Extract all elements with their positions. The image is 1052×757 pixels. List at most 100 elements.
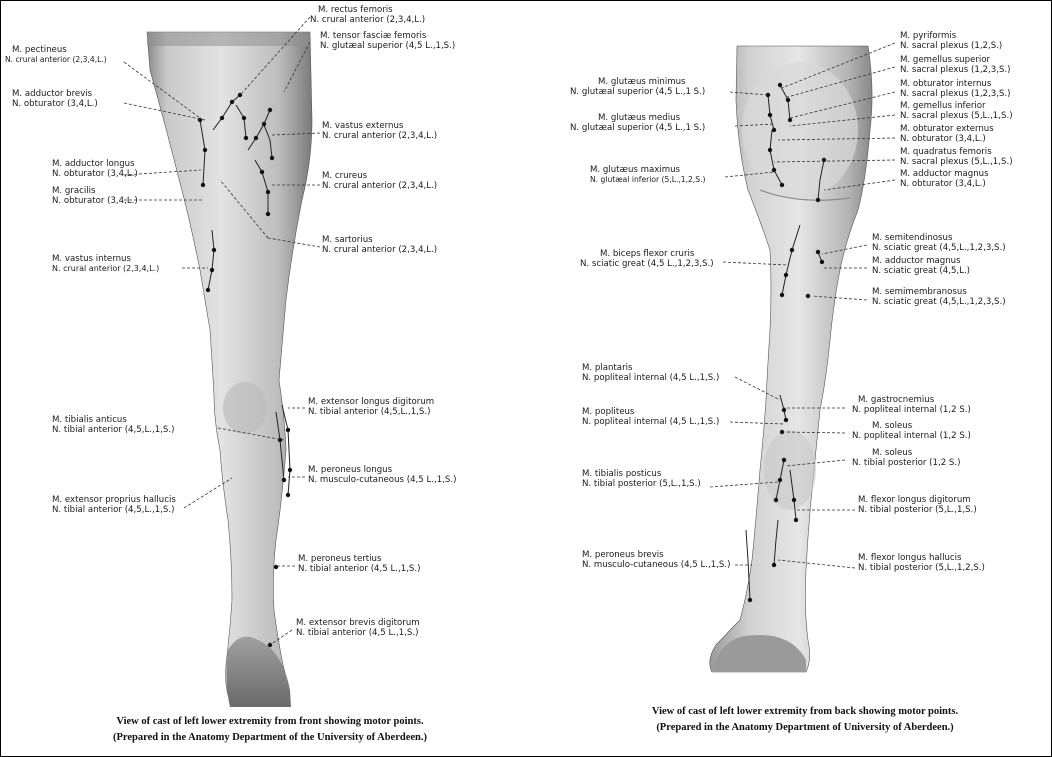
svg-text:M. plantaris: M. plantaris: [582, 363, 633, 373]
svg-text:N. tibial anterior (4,5,L.,1,S: N. tibial anterior (4,5,L.,1,S.): [52, 505, 174, 515]
svg-text:M. pectineus: M. pectineus: [12, 45, 67, 55]
svg-text:N. sciatic great (4,5 L.,1,2,3: N. sciatic great (4,5 L.,1,2,3,S.): [580, 259, 714, 269]
svg-text:N. popliteal internal (4,5 L.,: N. popliteal internal (4,5 L.,1,S.): [582, 417, 719, 427]
label-gemellus-inferior: M. gemellus inferior N. sacral plexus (5…: [900, 101, 1013, 121]
svg-text:M. adductor longus: M. adductor longus: [52, 159, 135, 169]
svg-text:N. crural anterior (2,3,4,L.): N. crural anterior (2,3,4,L.): [322, 131, 437, 141]
svg-text:N. obturator (3,4,L.): N. obturator (3,4,L.): [52, 169, 138, 179]
svg-text:N. tibial posterior (5,L.,1,S.: N. tibial posterior (5,L.,1,S.): [582, 479, 701, 489]
label-gemellus-superior: M. gemellus superior N. sacral plexus (1…: [900, 55, 1011, 75]
label-gracilis: M. gracilis N. obturator (3,4,L.): [52, 186, 138, 206]
svg-text:N. sciatic great (4,5,L.,1,2,3: N. sciatic great (4,5,L.,1,2,3,S.): [872, 297, 1006, 307]
svg-text:M. adductor brevis: M. adductor brevis: [12, 89, 93, 99]
label-gastrocnemius: M. gastrocnemius N. popliteal internal (…: [852, 395, 971, 415]
svg-text:N. tibial anterior (4,5,L.,1,S: N. tibial anterior (4,5,L.,1,S.): [308, 407, 430, 417]
label-adductor-magnus-sciatic: M. adductor magnus N. sciatic great (4,5…: [872, 256, 970, 276]
svg-text:N. sacral plexus (1,2,3,S.): N. sacral plexus (1,2,3,S.): [900, 65, 1011, 75]
svg-text:N. sacral plexus (5,L.,1,S.): N. sacral plexus (5,L.,1,S.): [900, 157, 1013, 167]
svg-text:M. extensor longus digitorum: M. extensor longus digitorum: [308, 397, 434, 407]
svg-text:N. sacral plexus (1,2,S.): N. sacral plexus (1,2,S.): [900, 41, 1002, 51]
svg-text:N. sciatic great (4,5,L.,1,2,3: N. sciatic great (4,5,L.,1,2,3,S.): [872, 243, 1006, 253]
svg-text:M. glutæus maximus: M. glutæus maximus: [590, 165, 681, 175]
back-caption-line1: View of cast of left lower extremity fro…: [575, 706, 1035, 717]
svg-text:M. tibialis anticus: M. tibialis anticus: [52, 415, 127, 425]
svg-text:M. gemellus inferior: M. gemellus inferior: [900, 101, 986, 111]
svg-text:N. tibial anterior (4,5,L.,1,S: N. tibial anterior (4,5,L.,1,S.): [52, 425, 174, 435]
label-glutaeus-maximus: M. glutæus maximus N. glutæal inferior (…: [590, 165, 706, 184]
label-vastus-externus: M. vastus externus N. crural anterior (2…: [322, 121, 437, 141]
svg-text:N. tibial posterior (5,L.,1,S.: N. tibial posterior (5,L.,1,S.): [858, 505, 977, 515]
svg-text:M. vastus internus: M. vastus internus: [52, 254, 131, 264]
label-peroneus-tertius: M. peroneus tertius N. tibial anterior (…: [298, 554, 420, 574]
label-semimembranosus: M. semimembranosus N. sciatic great (4,5…: [872, 287, 1006, 307]
svg-text:N. sacral plexus (1,2,3,S.): N. sacral plexus (1,2,3,S.): [900, 89, 1011, 99]
label-flexor-longus-hallucis: M. flexor longus hallucis N. tibial post…: [858, 553, 985, 573]
svg-text:N. popliteal internal (1,2 S.): N. popliteal internal (1,2 S.): [852, 431, 971, 441]
svg-text:N. obturator (3,4,L.): N. obturator (3,4,L.): [900, 179, 986, 189]
label-pectineus: M. pectineus N. crural anterior (2,3,4,L…: [5, 45, 107, 64]
svg-text:M. tibialis posticus: M. tibialis posticus: [582, 469, 662, 479]
label-quadratus-femoris: M. quadratus femoris N. sacral plexus (5…: [900, 147, 1013, 167]
svg-text:M. extensor proprius hallucis: M. extensor proprius hallucis: [52, 495, 176, 505]
svg-text:N. sciatic great (4,5,L.): N. sciatic great (4,5,L.): [872, 266, 970, 276]
label-obturator-externus: M. obturator externus N. obturator (3,4,…: [900, 124, 994, 144]
svg-text:M. gemellus superior: M. gemellus superior: [900, 55, 991, 65]
front-caption-line1: View of cast of left lower extremity fro…: [40, 716, 500, 727]
label-crureus: M. crureus N. crural anterior (2,3,4,L.): [322, 171, 437, 191]
label-peroneus-brevis: M. peroneus brevis N. musculo-cutaneous …: [582, 550, 730, 570]
svg-text:M. pyriformis: M. pyriformis: [900, 31, 957, 41]
label-soleus-tibial: M. soleus N. tibial posterior (1,2 S.): [852, 448, 960, 468]
svg-text:M. gracilis: M. gracilis: [52, 186, 96, 196]
svg-text:N. crural anterior (2,3,4,L.): N. crural anterior (2,3,4,L.): [52, 264, 159, 273]
svg-text:N. obturator (3,4,L.): N. obturator (3,4,L.): [52, 196, 138, 206]
label-adductor-longus: M. adductor longus N. obturator (3,4,L.): [52, 159, 138, 179]
svg-text:N. musculo-cutaneous (4,5 L.,1: N. musculo-cutaneous (4,5 L.,1,S.): [308, 475, 456, 485]
svg-text:N. glutæal superior (4,5 L.,1: N. glutæal superior (4,5 L.,1 S.): [570, 123, 705, 133]
svg-text:N. tibial posterior (1,2 S.): N. tibial posterior (1,2 S.): [852, 458, 960, 468]
svg-text:N. crural anterior (2,3,4,L.): N. crural anterior (2,3,4,L.): [322, 245, 437, 255]
label-rectus-femoris: M. rectus femoris N. crural anterior (2,…: [310, 5, 425, 25]
label-adductor-brevis: M. adductor brevis N. obturator (3,4,L.): [12, 89, 98, 109]
svg-text:M. obturator externus: M. obturator externus: [900, 124, 994, 134]
label-extensor-proprius-hallucis: M. extensor proprius hallucis N. tibial …: [52, 495, 176, 515]
svg-text:M. semimembranosus: M. semimembranosus: [872, 287, 967, 297]
svg-text:M. flexor longus hallucis: M. flexor longus hallucis: [858, 553, 962, 563]
svg-text:N. crural anterior (2,3,4,L.): N. crural anterior (2,3,4,L.): [310, 15, 425, 25]
label-extensor-longus-digitorum: M. extensor longus digitorum N. tibial a…: [308, 397, 434, 417]
svg-text:M. crureus: M. crureus: [322, 171, 368, 181]
svg-text:M. flexor longus digitorum: M. flexor longus digitorum: [858, 495, 971, 505]
svg-text:N. popliteal internal (1,2 S.): N. popliteal internal (1,2 S.): [852, 405, 971, 415]
svg-text:N. crural anterior (2,3,4,L.): N. crural anterior (2,3,4,L.): [5, 55, 107, 64]
svg-text:M. soleus: M. soleus: [872, 448, 913, 458]
svg-text:M. adductor magnus: M. adductor magnus: [872, 256, 961, 266]
front-leg-silhouette: [147, 32, 312, 707]
svg-text:M. quadratus femoris: M. quadratus femoris: [900, 147, 992, 157]
svg-text:M. peroneus tertius: M. peroneus tertius: [298, 554, 382, 564]
svg-text:N. glutæal superior (4,5 L.,1,: N. glutæal superior (4,5 L.,1,S.): [320, 41, 455, 51]
svg-text:N. popliteal internal (4,5 L.,: N. popliteal internal (4,5 L.,1,S.): [582, 373, 719, 383]
svg-text:M. soleus: M. soleus: [872, 421, 913, 431]
svg-text:N. sacral plexus (5,L.,1,S.): N. sacral plexus (5,L.,1,S.): [900, 111, 1013, 121]
svg-text:N. tibial anterior (4,5 L.,1,S: N. tibial anterior (4,5 L.,1,S.): [298, 564, 420, 574]
svg-text:N. tibial posterior (5,L.,1,2,: N. tibial posterior (5,L.,1,2,S.): [858, 563, 985, 573]
label-obturator-internus: M. obturator internus N. sacral plexus (…: [900, 79, 1011, 99]
svg-text:N. obturator (3,4,L.): N. obturator (3,4,L.): [900, 134, 986, 144]
svg-text:M. adductor magnus: M. adductor magnus: [900, 169, 989, 179]
svg-text:M. popliteus: M. popliteus: [582, 407, 635, 417]
label-tibialis-anticus: M. tibialis anticus N. tibial anterior (…: [52, 415, 174, 435]
back-caption-line2: (Prepared in the Anatomy Department of U…: [575, 722, 1035, 733]
label-sartorius: M. sartorius N. crural anterior (2,3,4,L…: [322, 235, 437, 255]
label-glutaeus-medius: M. glutæus medius N. glutæal superior (4…: [570, 113, 705, 133]
svg-text:M. glutæus minimus: M. glutæus minimus: [598, 77, 686, 87]
label-semitendinosus: M. semitendinosus N. sciatic great (4,5,…: [872, 233, 1006, 253]
svg-text:M. rectus femoris: M. rectus femoris: [318, 5, 393, 15]
label-glutaeus-minimus: M. glutæus minimus N. glutæal superior (…: [570, 77, 705, 97]
front-caption-line2: (Prepared in the Anatomy Department of t…: [40, 732, 500, 743]
svg-text:M. gastrocnemius: M. gastrocnemius: [858, 395, 935, 405]
svg-text:N. crural anterior (2,3,4,L.): N. crural anterior (2,3,4,L.): [322, 181, 437, 191]
svg-text:M. peroneus longus: M. peroneus longus: [308, 465, 393, 475]
svg-text:M. sartorius: M. sartorius: [322, 235, 373, 245]
svg-text:M. obturator internus: M. obturator internus: [900, 79, 992, 89]
back-leg-silhouette: [710, 46, 872, 672]
svg-text:N. glutæal inferior (5,L.,1,2,: N. glutæal inferior (5,L.,1,2,S.): [590, 175, 706, 184]
